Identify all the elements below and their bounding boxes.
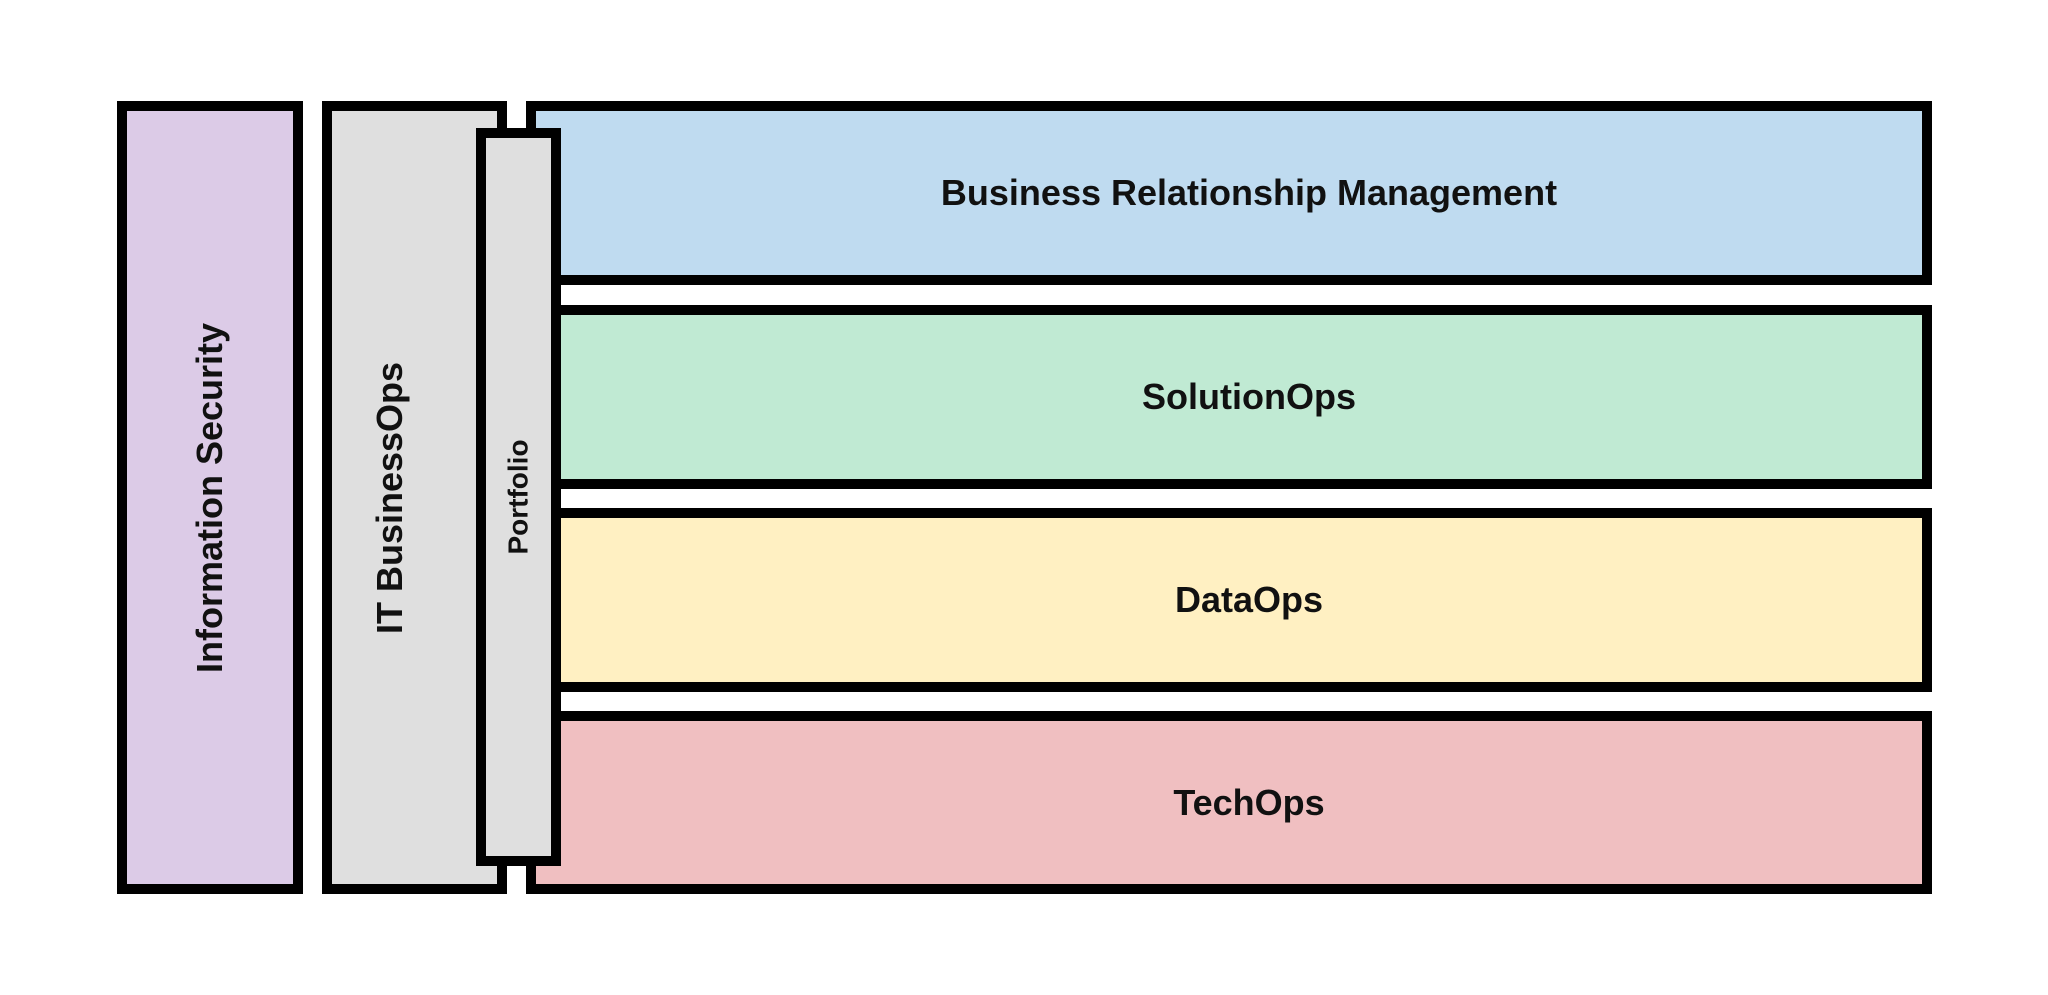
business-relationship-management-block: Business Relationship Management	[526, 101, 1932, 285]
it-businessops-label: IT BusinessOps	[369, 361, 410, 634]
dataops-label: DataOps	[1174, 579, 1324, 620]
solutionops-block: SolutionOps	[526, 305, 1932, 489]
information-security-label: Information Security	[189, 322, 230, 673]
techops-block: TechOps	[526, 711, 1932, 894]
information-security-block: Information Security	[117, 101, 303, 894]
portfolio-label: Portfolio	[502, 439, 534, 555]
business-relationship-management-label: Business Relationship Management	[940, 172, 1558, 213]
dataops-block: DataOps	[526, 508, 1932, 692]
portfolio-block: Portfolio	[476, 128, 561, 866]
techops-label: TechOps	[1173, 781, 1325, 823]
solutionops-label: SolutionOps	[1142, 376, 1356, 417]
